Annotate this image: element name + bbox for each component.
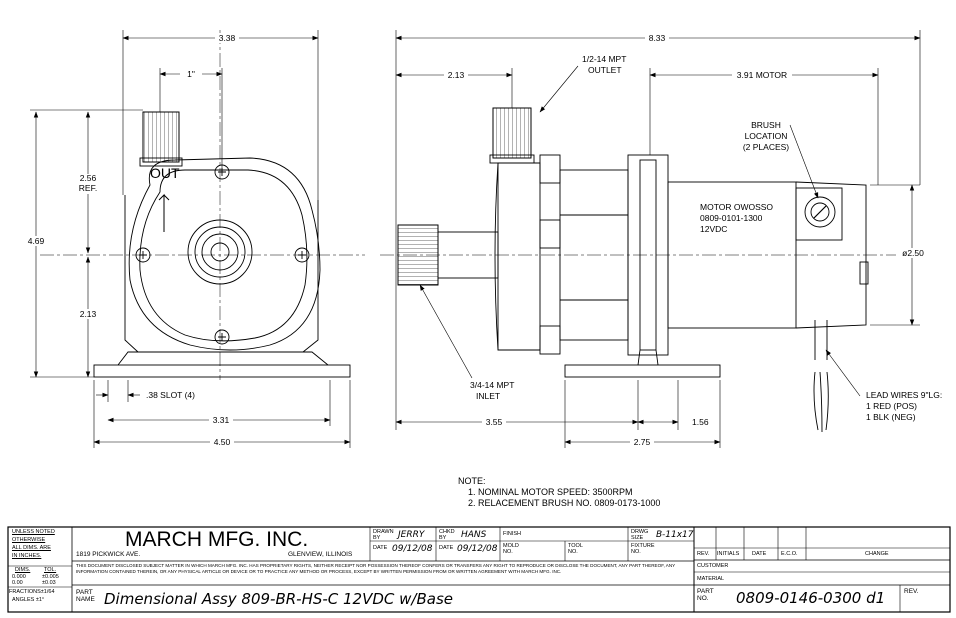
company-name: MARCH MFG. INC. <box>125 528 309 551</box>
fixture-number-label: FIXTURE NO. <box>631 543 655 555</box>
tol-header: TOL. <box>44 567 57 573</box>
front-view-dimensions <box>30 30 351 448</box>
front-screw-right <box>294 247 310 263</box>
lead-wire-black: 1 BLK (NEG) <box>866 412 916 422</box>
tol-fractions: FRACTIONS±1/64 <box>9 589 55 595</box>
front-screw-bottom <box>214 329 230 345</box>
dim-outlet-offset: 2.13 <box>448 70 465 80</box>
drawing-size-value: B-11x17 <box>656 530 694 540</box>
slot-label: .38 SLOT (4) <box>146 390 195 400</box>
proprietary-notice: THIS DOCUMENT DISCLOSED SUBJECT MATTER I… <box>76 563 676 574</box>
front-screw-left <box>135 247 151 263</box>
tool-number-label: TOOL NO. <box>568 543 583 555</box>
dim-lower-height: 2.13 <box>80 309 97 319</box>
drawing-labels: 3.38 1" 2.56 REF. 4.69 2.13 .38 SLOT (4)… <box>22 33 942 508</box>
change-column: CHANGE <box>865 551 889 557</box>
outlet-thread-label: 1/2-14 MPT <box>582 54 626 64</box>
tol-angles: ANGLES ±1° <box>12 597 45 603</box>
customer-label: CUSTOMER <box>697 563 729 569</box>
rev-column: REV. <box>697 551 710 557</box>
part-name: Dimensional Assy 809-BR-HS-C 12VDC w/Bas… <box>104 590 454 608</box>
drawing-size-label: DRWG SIZE <box>631 529 649 541</box>
drawn-by-label: DRAWN BY <box>373 529 394 541</box>
date-drawn: 09/12/08 <box>392 544 433 554</box>
checked-by-label: CHKD BY <box>439 529 455 541</box>
tol-row1-tol: ±0.005 <box>42 574 59 580</box>
mold-number-label: MOLD NO. <box>503 543 519 555</box>
front-view <box>40 30 365 380</box>
motor-label-1: MOTOR OWOSSO <box>700 202 773 212</box>
dim-base-from-inlet: 3.55 <box>486 417 503 427</box>
motor-label-2: 0809-0101-1300 <box>700 213 763 223</box>
dim-total-length: 8.33 <box>649 33 666 43</box>
dim-base-inner: 3.31 <box>213 415 230 425</box>
company-address: 1819 PICKWICK AVE. <box>76 551 141 558</box>
side-view <box>380 107 930 433</box>
inlet-label: INLET <box>476 391 500 401</box>
finish-label: FINISH <box>503 531 522 537</box>
part-number: 0809-0146-0300 d1 <box>736 589 886 607</box>
dim-motor-diameter: ø2.50 <box>902 248 924 258</box>
brush-label-3: (2 PLACES) <box>743 142 789 152</box>
unless-noted-4: IN INCHES. <box>12 553 42 559</box>
revision-label: REV. <box>904 588 919 595</box>
unless-noted-2: OTHERWISE <box>12 537 46 543</box>
note-1: 1. NOMINAL MOTOR SPEED: 3500RPM <box>468 487 633 497</box>
checked-by-value: HANS <box>461 530 487 540</box>
company-city: GLENVIEW, ILLINOIS <box>288 551 353 558</box>
out-label: OUT <box>150 165 180 181</box>
dim-motor-length: 3.91 MOTOR <box>737 70 787 80</box>
tol-row1-dims: 0.000 <box>12 574 26 580</box>
notes-heading: NOTE: <box>458 476 486 486</box>
dim-upper-height: 2.56 <box>80 173 97 183</box>
date-column: DATE <box>752 551 767 557</box>
material-label: MATERIAL <box>697 576 725 582</box>
tol-row2-dims: 0.00 <box>12 580 23 586</box>
tol-row2-tol: ±0.03 <box>42 580 56 586</box>
brush-label-1: BRUSH <box>751 120 781 130</box>
dim-base-outer: 4.50 <box>214 437 231 447</box>
outlet-label: OUTLET <box>588 65 622 75</box>
inlet-thread-label: 3/4-14 MPT <box>470 380 514 390</box>
part-name-label: PART NAME <box>76 589 95 603</box>
dim-upper-ref: REF. <box>79 183 97 193</box>
brush-label-2: LOCATION <box>745 131 788 141</box>
dim-port-offset: 1" <box>187 69 195 79</box>
lead-wire-red: 1 RED (POS) <box>866 401 917 411</box>
unless-noted-1: UNLESS NOTED <box>12 529 55 535</box>
dim-front-width: 3.38 <box>219 33 236 43</box>
drawn-by-value: JERRY <box>398 530 425 540</box>
dim-base-slot: 1.56 <box>692 417 709 427</box>
unless-noted-3: ALL DIMS. ARE <box>12 545 51 551</box>
eco-column: E.C.O. <box>781 551 798 557</box>
date-checked: 09/12/08 <box>457 544 498 554</box>
motor-label-3: 12VDC <box>700 224 727 234</box>
date-drawn-label: DATE <box>373 545 388 551</box>
dims-header: DIMS. <box>15 567 31 573</box>
title-block-grid <box>7 526 951 613</box>
dim-total-height: 4.69 <box>28 236 45 246</box>
initials-column: INITIALS <box>717 551 740 557</box>
dim-base-width: 2.75 <box>634 437 651 447</box>
part-number-label: PART NO. <box>697 588 714 602</box>
lead-wires-label: LEAD WIRES 9"LG: <box>866 390 942 400</box>
note-2: 2. RELACEMENT BRUSH NO. 0809-0173-1000 <box>468 498 660 508</box>
date-checked-label: DATE <box>439 545 454 551</box>
